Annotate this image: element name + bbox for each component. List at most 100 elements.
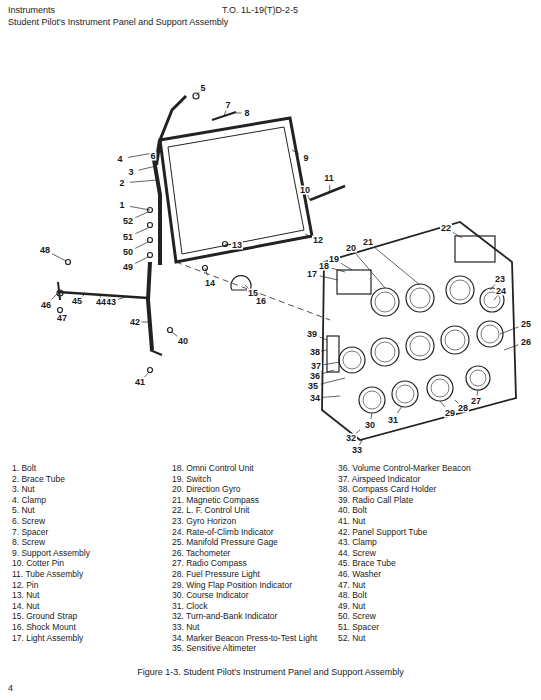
parts-list-entry: 23. Gyro Horizon xyxy=(172,517,236,526)
parts-list-entry: 8. Screw xyxy=(12,538,45,547)
leader-line xyxy=(145,372,150,377)
callout-number: 21 xyxy=(362,238,374,247)
gauge xyxy=(359,387,385,413)
callout-number: 3 xyxy=(127,168,134,177)
leader-line xyxy=(397,406,402,413)
leader-line xyxy=(135,212,148,218)
leader-line xyxy=(139,166,156,170)
callout-number: 33 xyxy=(351,446,363,455)
callout-number: 9 xyxy=(302,154,309,163)
leader-line xyxy=(500,327,519,334)
lf-control-unit xyxy=(455,236,495,262)
parts-list-entry: 1. Bolt xyxy=(12,464,36,473)
callout-number: 51 xyxy=(122,233,134,242)
callout-number: 47 xyxy=(56,314,68,323)
leader-line xyxy=(319,337,327,340)
parts-list-entry: 24. Rate-of-Climb Indicator xyxy=(172,528,274,537)
parts-list-entry: 3. Nut xyxy=(12,485,35,494)
parts-list-entry: 15. Ground Strap xyxy=(12,612,77,621)
gauge-face xyxy=(410,288,430,308)
leader-lines xyxy=(52,92,519,445)
callout-number: 52 xyxy=(122,217,134,226)
gauge-group xyxy=(339,276,504,413)
callout-number: 27 xyxy=(470,397,482,406)
parts-list-entry: 38. Compass Card Holder xyxy=(338,485,436,494)
gauge-face xyxy=(396,385,414,403)
callout-number: 35 xyxy=(307,382,319,391)
leader-line xyxy=(477,390,478,396)
parts-list-entry: 47. Nut xyxy=(338,581,365,590)
leader-line xyxy=(118,297,125,300)
parts-list-entry: 45. Brace Tube xyxy=(338,559,396,568)
callout-number: 49 xyxy=(122,263,134,272)
parts-list-entry: 26. Tachometer xyxy=(172,549,230,558)
leader-line xyxy=(305,234,312,237)
callout-number: 28 xyxy=(457,404,469,413)
gauge-face xyxy=(450,280,470,300)
parts-list-entry: 19. Switch xyxy=(172,475,211,484)
leader-line xyxy=(205,268,208,276)
callout-number: 38 xyxy=(309,348,321,357)
parts-list-entry: 13. Nut xyxy=(12,591,39,600)
callout-number: 13 xyxy=(231,241,243,250)
parts-list-entry: 16. Shock Mount xyxy=(12,623,76,632)
parts-list-entry: 44. Screw xyxy=(338,549,376,558)
gauge-face xyxy=(343,351,361,369)
callout-number: 25 xyxy=(520,320,532,329)
leader-line xyxy=(236,113,242,114)
leader-line xyxy=(329,185,331,192)
callout-number: 2 xyxy=(118,179,125,188)
callout-number: 46 xyxy=(40,301,52,310)
callout-number: 29 xyxy=(444,409,456,418)
illustration-strokes xyxy=(57,93,516,440)
callout-number: 11 xyxy=(323,174,335,183)
parts-list-entry: 48. Bolt xyxy=(338,591,367,600)
callout-number: 20 xyxy=(345,244,357,253)
parts-list-entry: 50. Screw xyxy=(338,612,376,621)
leader-line xyxy=(142,322,149,323)
gauge-face xyxy=(375,342,395,362)
leader-line xyxy=(52,254,66,261)
callout-number: 6 xyxy=(149,152,156,161)
tech-order-number: T.O. 1L-19(T)D-2-5 xyxy=(222,6,298,15)
page-number: 4 xyxy=(8,684,13,693)
leader-line xyxy=(292,150,299,154)
gauge xyxy=(477,321,503,347)
callout-number: 34 xyxy=(309,394,321,403)
leader-line xyxy=(135,242,148,248)
parts-list-entry: 21. Magnetic Compass xyxy=(172,496,259,505)
parts-list-entry: 42. Panel Support Tube xyxy=(338,528,427,537)
parts-list-entry: 5. Nut xyxy=(12,506,35,515)
figure-caption: Figure 1-3. Student Pilot's Instrument P… xyxy=(137,668,403,677)
leader-line xyxy=(371,413,372,419)
callout-number: 8 xyxy=(243,109,250,118)
leader-line xyxy=(157,147,161,152)
callout-number: 4 xyxy=(116,155,123,164)
parts-list-entry: 11. Tube Assembly xyxy=(12,570,83,579)
leader-line xyxy=(321,378,345,384)
gauge xyxy=(371,338,399,366)
callout-number: 5 xyxy=(199,84,206,93)
parts-list-entry: 14. Nut xyxy=(12,602,39,611)
leader-line xyxy=(135,257,148,263)
support-frame xyxy=(160,118,312,262)
parts-list-entry: 36. Volume Control-Marker Beacon xyxy=(338,464,471,473)
callout-number: 40 xyxy=(177,337,189,346)
leader-line xyxy=(453,232,462,238)
panel-support-tube xyxy=(148,262,152,350)
gauge xyxy=(406,332,434,360)
callout-number: 10 xyxy=(299,186,311,195)
gauge-face xyxy=(431,379,449,397)
parts-list-entry: 51. Spacer xyxy=(338,623,379,632)
leader-line xyxy=(440,401,445,407)
parts-list-entry: 12. Pin xyxy=(12,581,38,590)
leader-line xyxy=(321,350,327,351)
tube-assembly xyxy=(160,96,186,140)
gauge-face xyxy=(481,325,499,343)
support-frame-inner xyxy=(168,127,304,254)
leader-line xyxy=(320,276,338,280)
gauge-face xyxy=(410,336,430,356)
gauge xyxy=(441,326,469,354)
gauge xyxy=(446,276,474,304)
parts-list-entry: 7. Spacer xyxy=(12,528,48,537)
